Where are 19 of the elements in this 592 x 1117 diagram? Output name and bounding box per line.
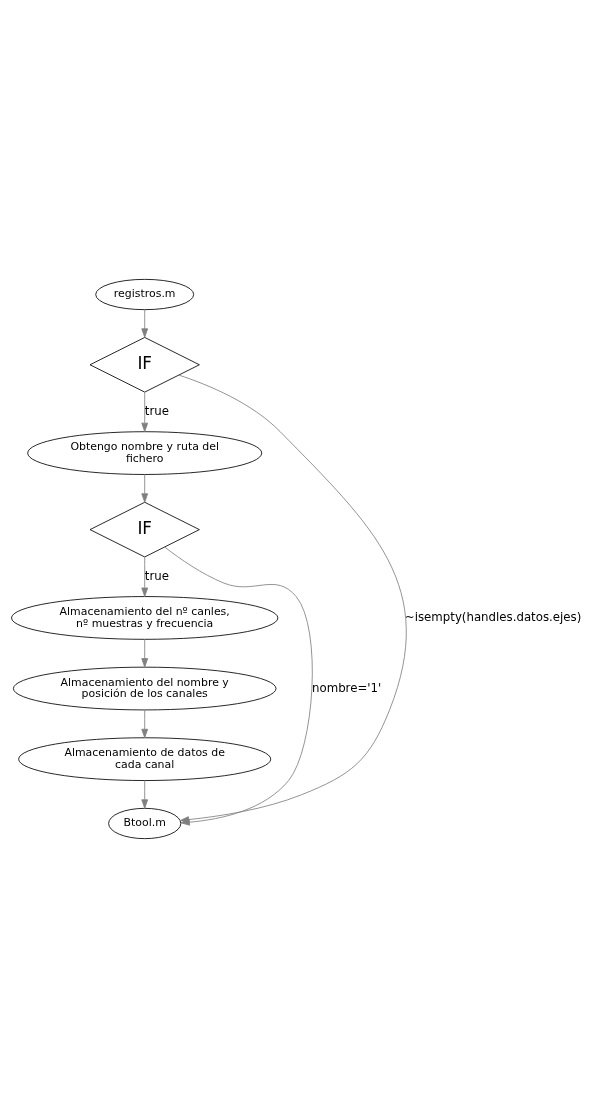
node-ellipse: Almacenamiento del nº canles, nº muestras y frecuencia <box>11 595 279 640</box>
arrow <box>141 556 149 597</box>
arrow <box>141 709 149 738</box>
arrow <box>141 473 149 503</box>
edge-label: true <box>144 568 169 583</box>
arrow <box>141 391 149 432</box>
node-ellipse: Almacenamiento del nombre y posición de los canales <box>13 666 277 710</box>
node-ellipse: Btool.m <box>108 807 182 839</box>
node-diamond: IF <box>89 336 200 393</box>
edge-label: true <box>144 403 169 418</box>
arrow <box>141 779 149 809</box>
node-ellipse: Almacenamiento de datos de cada canal <box>18 736 272 781</box>
edge-label: ~isempty(handles.datos.ejes) <box>404 609 582 624</box>
arrow <box>141 638 149 667</box>
node-diamond: IF <box>89 501 200 557</box>
node-ellipse: registros.m <box>95 278 195 310</box>
arrow <box>141 308 149 338</box>
edge-label: nombre='1' <box>312 680 382 695</box>
node-ellipse: Obtengo nombre y ruta del fichero <box>27 430 263 475</box>
